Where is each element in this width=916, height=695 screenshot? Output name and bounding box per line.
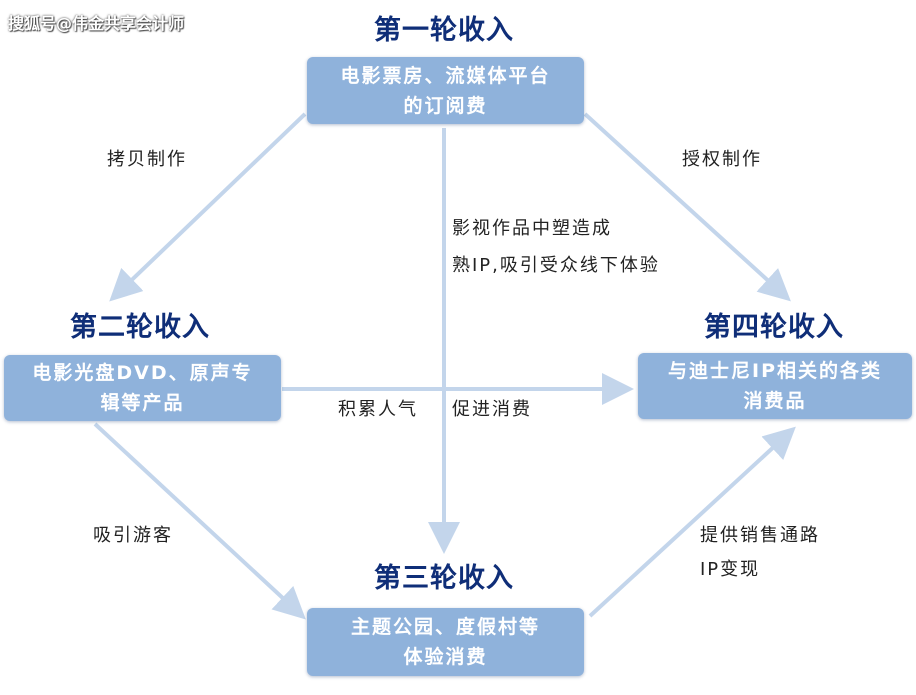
first-stage-line-2: 的订阅费 [403, 94, 488, 117]
watermark: 搜狐号@伟金共享会计师 [8, 14, 185, 33]
edge-label-second-to-fourth-right: 促进消费 [452, 393, 532, 427]
second-stage-line-1: 电影光盘DVD、原声专 [32, 362, 253, 384]
arrow-second-to-third [93, 422, 306, 620]
third-stage-line-2: 体验消费 [403, 646, 488, 668]
edge-label-first-to-second: 拷贝制作 [107, 143, 187, 177]
second-stage-heading: 第二轮收入 [70, 312, 210, 343]
fourth-stage-line-2: 消费品 [743, 390, 807, 412]
second-stage-line-2: 辑等产品 [100, 392, 185, 414]
edge-label-second-to-fourth-left: 积累人气 [338, 393, 418, 427]
fourth-stage-heading: 第四轮收入 [704, 312, 844, 343]
fourth-stage-line-1: 与迪士尼IP相关的各类 [668, 360, 882, 382]
first-stage-heading: 第一轮收入 [374, 15, 514, 46]
edge-label-first-to-fourth: 授权制作 [682, 143, 762, 177]
third-stage-box: 主题公园、度假村等 体验消费 [307, 608, 584, 676]
edge-label-third-to-fourth-line-2: IP变现 [700, 559, 761, 580]
edge-label-third-to-fourth-line-1: 提供销售通路 [700, 525, 820, 546]
edge-label-first-to-third-line-1: 影视作品中塑造成 [452, 218, 612, 239]
third-stage-heading: 第三轮收入 [374, 563, 514, 594]
edge-label-third-to-fourth: 提供销售通路 IP变现 [700, 519, 820, 587]
arrow-first-to-second [109, 112, 307, 302]
arrow-third-to-fourth [588, 426, 796, 618]
fourth-stage-box: 与迪士尼IP相关的各类 消费品 [638, 353, 912, 419]
second-stage-box: 电影光盘DVD、原声专 辑等产品 [4, 355, 281, 421]
third-stage-line-1: 主题公园、度假村等 [350, 616, 540, 638]
first-stage-line-1: 电影票房、流媒体平台 [340, 64, 551, 87]
arrow-first-to-fourth [583, 112, 791, 302]
first-stage-box: 电影票房、流媒体平台 的订阅费 [307, 57, 584, 124]
edge-label-first-to-third: 影视作品中塑造成 熟IP,吸引受众线下体验 [452, 210, 660, 284]
edge-label-first-to-third-line-2: 熟IP,吸引受众线下体验 [452, 255, 660, 276]
edge-label-second-to-third: 吸引游客 [93, 519, 173, 553]
